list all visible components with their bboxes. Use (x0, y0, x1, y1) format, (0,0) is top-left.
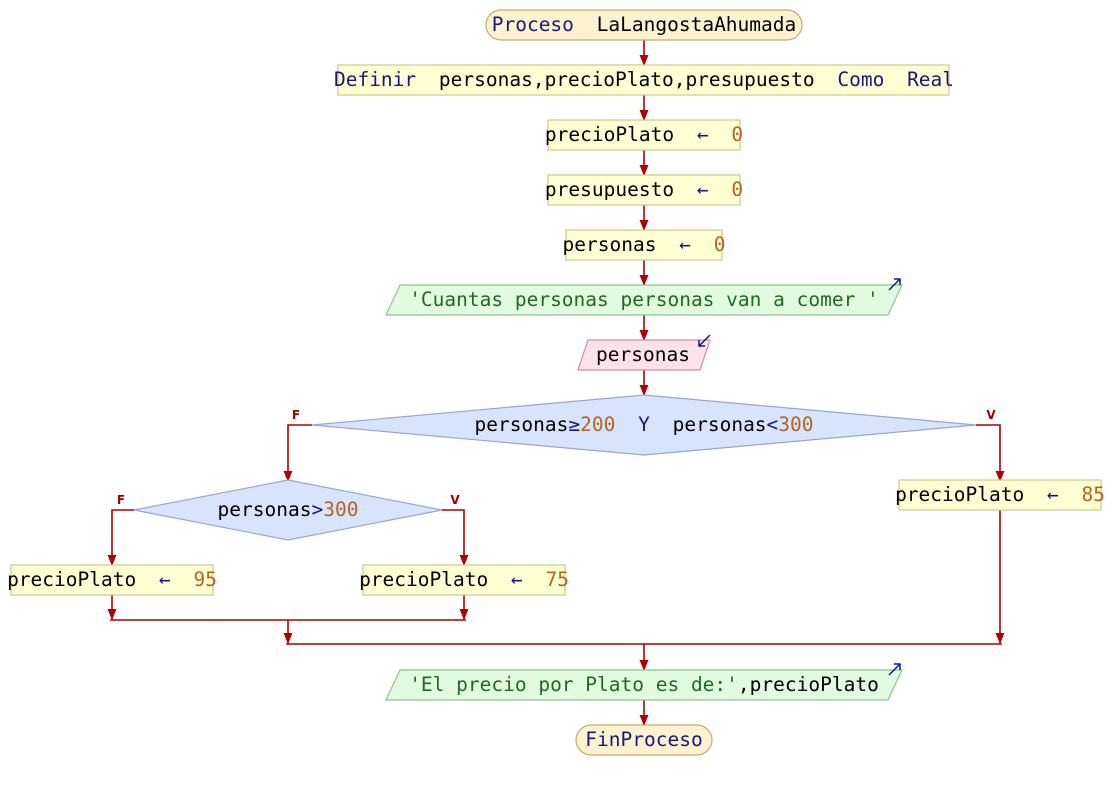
assign-arrow: ← (511, 568, 523, 591)
connector (976, 424, 1005, 483)
process-shape (362, 564, 566, 596)
decision-shape (311, 394, 977, 456)
input-block: personas (577, 334, 711, 371)
terminal-shape (575, 724, 713, 756)
assign-arrow: ← (679, 233, 691, 256)
svg-text:precioPlato ← 95: precioPlato ← 95 (7, 568, 217, 591)
output-block-prompt: 'Cuantas personas personas van a comer ' (385, 278, 903, 316)
assign-presupuesto-block: presupuesto ← 0 (545, 174, 743, 206)
svg-text:personas ← 0: personas ← 0 (563, 233, 726, 256)
output-var: precioPlato (750, 673, 879, 696)
assign-var: presupuesto (545, 178, 674, 201)
como-keyword: Como (837, 68, 884, 91)
cond-value: 300 (323, 498, 358, 521)
connector (107, 509, 134, 567)
svg-text:Definir personas,precioP: Definir personas,precioPlato,presupuesto… (334, 68, 954, 91)
decision-personas-gt: personas>300 F V (117, 479, 460, 541)
assign-value: 95 (193, 568, 216, 591)
output-arrow-icon (888, 663, 901, 676)
assign-var: precioPlato (895, 483, 1024, 506)
svg-text:personas>300: personas>300 (218, 498, 359, 521)
assign-75-block: precioPlato ← 75 (359, 564, 569, 596)
cond-and: Y (638, 413, 650, 436)
assign-arrow: ← (697, 178, 709, 201)
connector (283, 424, 312, 483)
define-block: Definir personas,precioPlato,presupuesto… (334, 64, 954, 96)
assign-85-block: precioPlato ← 85 (895, 479, 1105, 511)
output-string: 'El precio por Plato es de:' (409, 673, 738, 696)
output-arrow-icon (888, 278, 901, 291)
process-shape (10, 564, 214, 596)
true-label: V (450, 493, 460, 507)
cond-op: ≥ (568, 413, 580, 436)
cond-op: > (311, 498, 323, 521)
start-terminal: Proceso LaLangostaAhumada (485, 9, 803, 41)
svg-text:precioPlato ← 85: precioPlato ← 85 (895, 483, 1105, 506)
svg-text:'El precio por Plato es de:',p: 'El precio por Plato es de:',precioPlato (409, 673, 879, 696)
output-shape (385, 669, 903, 701)
assign-precioplato-block: precioPlato ← 0 (545, 119, 743, 151)
end-keyword: FinProceso (585, 728, 702, 751)
output-text: 'Cuantas personas personas van a comer ' (409, 288, 879, 311)
svg-text:Proceso LaLangostaAhumad: Proceso LaLangostaAhumada (492, 13, 797, 36)
cond-var: personas (673, 413, 767, 436)
input-shape (577, 339, 711, 371)
assign-var: personas (563, 233, 657, 256)
assign-value: 0 (714, 233, 726, 256)
assign-var: precioPlato (7, 568, 136, 591)
assign-arrow: ← (697, 123, 709, 146)
assign-value: 0 (731, 123, 743, 146)
svg-text:personas≥200 Y per: personas≥200 Y personas<300 (474, 413, 813, 436)
connector (442, 509, 469, 567)
assign-value: 0 (731, 178, 743, 201)
cond-var: personas (474, 413, 568, 436)
type-keyword: Real (907, 68, 954, 91)
process-shape (898, 479, 1102, 511)
false-label: F (117, 493, 125, 507)
assign-personas-block: personas ← 0 (563, 229, 726, 261)
assign-var: precioPlato (545, 123, 674, 146)
output-block-result: 'El precio por Plato es de:',precioPlato (385, 663, 903, 701)
process-shape (547, 174, 741, 206)
true-label: V (986, 408, 996, 422)
process-shape (565, 229, 723, 261)
assign-value: 75 (545, 568, 568, 591)
start-keyword: Proceso (492, 13, 574, 36)
define-keyword: Definir (334, 68, 416, 91)
cond-value: 200 (580, 413, 615, 436)
assign-95-block: precioPlato ← 95 (7, 564, 217, 596)
assign-var: precioPlato (359, 568, 488, 591)
process-name: LaLangostaAhumada (597, 13, 797, 36)
decision-shape (133, 479, 443, 541)
assign-arrow: ← (159, 568, 171, 591)
assign-value: 85 (1081, 483, 1104, 506)
cond-value: 300 (778, 413, 813, 436)
output-shape (385, 284, 903, 316)
terminal-shape (485, 9, 803, 41)
svg-text:precioPlato ← 75: precioPlato ← 75 (359, 568, 569, 591)
cond-var: personas (218, 498, 312, 521)
decision-personas-range: personas≥200 Y personas<300 F V (292, 394, 996, 456)
svg-text:presupuesto ← 0: presupuesto ← 0 (545, 178, 743, 201)
false-label: F (292, 408, 300, 422)
cond-op: < (767, 413, 779, 436)
svg-text:precioPlato ← 0: precioPlato ← 0 (545, 123, 743, 146)
end-terminal: FinProceso (575, 724, 713, 756)
define-vars: personas,precioPlato,presupuesto (439, 68, 815, 91)
process-shape (337, 64, 950, 96)
assign-arrow: ← (1047, 483, 1059, 506)
input-var: personas (596, 343, 690, 366)
process-shape (547, 119, 741, 151)
output-separator: , (738, 673, 750, 696)
connectors (107, 40, 1005, 727)
input-arrow-icon (698, 334, 711, 347)
